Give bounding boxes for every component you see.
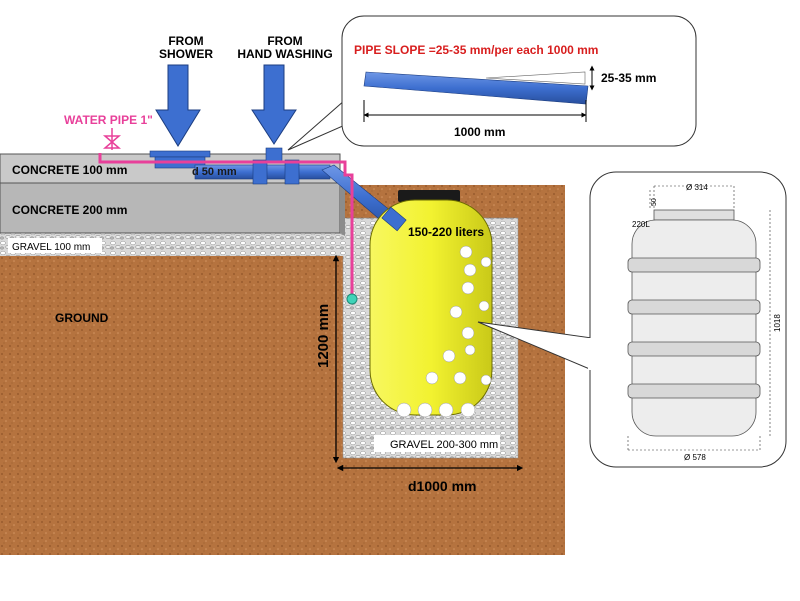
slope-callout-pointer <box>287 98 346 151</box>
tank-drawing <box>627 209 761 437</box>
pipe-fitting-2 <box>284 159 300 185</box>
slope-title: PIPE SLOPE =25-35 mm/per each 1000 mm <box>354 43 598 57</box>
slope-rise-label: 25-35 mm <box>601 71 656 85</box>
tank-pointer-mask <box>588 338 594 370</box>
gravel-100-label: GRAVEL 100 mm <box>12 242 90 253</box>
tank-diameter-body: Ø 578 <box>684 453 706 462</box>
tank-height: 1018 <box>773 314 782 332</box>
tank-spec-dimensions <box>627 185 771 452</box>
water-pipe-label: WATER PIPE 1" <box>64 113 153 127</box>
hand-wash-inlet <box>265 147 283 163</box>
from-shower-label-1: FROM <box>168 34 203 48</box>
tank-bubbles <box>396 245 492 418</box>
pipe-fitting-1 <box>252 159 268 185</box>
from-hand-washing-label-2: HAND WASHING <box>237 47 332 61</box>
depth-label: 1200 mm <box>315 304 332 368</box>
tank-model: 220L <box>632 220 650 229</box>
tank-neck-height: 50 <box>651 198 658 206</box>
ground-label: GROUND <box>55 311 109 325</box>
hand-washing-arrow-icon <box>251 64 297 145</box>
gravel-200-300-label-bg <box>374 435 500 452</box>
gravel-100-label-bg <box>8 238 102 253</box>
width-label: d1000 mm <box>408 478 476 494</box>
tank-lid <box>398 190 460 202</box>
from-shower-label-2: SHOWER <box>159 47 213 61</box>
concrete-edge <box>340 184 345 236</box>
water-pipe <box>98 153 354 298</box>
concrete-200-label: CONCRETE 200 mm <box>12 203 127 217</box>
tank-diameter-top: Ø 314 <box>686 183 708 192</box>
slope-pointer-mask <box>343 100 348 125</box>
shower-tray <box>149 150 211 158</box>
shower-arrow-icon <box>155 64 201 147</box>
pipe-diameter-label: d 50 mm <box>192 166 237 178</box>
water-pipe-outlet <box>346 293 358 305</box>
valve-icon <box>102 128 122 150</box>
slope-wedge <box>485 71 586 85</box>
tank-volume-label: 150-220 liters <box>408 225 484 239</box>
slope-run-label: 1000 mm <box>454 125 505 139</box>
concrete-100-label: CONCRETE 100 mm <box>12 163 127 177</box>
from-hand-washing-label-1: FROM <box>267 34 302 48</box>
gravel-200-300-label: GRAVEL 200-300 mm <box>390 439 498 451</box>
inlet-pipe-end <box>381 206 407 232</box>
